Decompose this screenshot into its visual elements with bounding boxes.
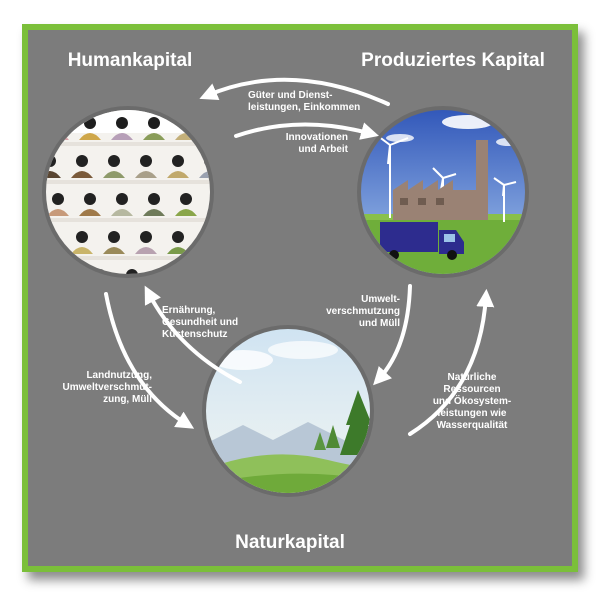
human-capital-circle: [42, 106, 214, 278]
label-resources-line5: Wasserqualität: [437, 420, 508, 431]
label-resources-line1: Natürliche: [448, 372, 497, 383]
label-goods: Güter und Dienst- leistungen, Einkommen: [248, 90, 360, 113]
label-land-line3: zung, Müll: [103, 394, 152, 405]
label-innovation-line1: Innovationen: [286, 132, 348, 143]
label-food-line2: Gesundheit und: [162, 317, 238, 328]
label-resources: Natürliche Ressourcen und Ökosystem- lei…: [433, 372, 511, 431]
label-food-line1: Ernährung,: [162, 305, 216, 316]
capital-cycle-diagram: Humankapital Produziertes Kapital Naturk…: [42, 50, 545, 553]
label-innovation-line2: und Arbeit: [298, 144, 348, 155]
human-capital-title: Humankapital: [68, 50, 193, 71]
truck-icon: [380, 222, 464, 260]
label-goods-line1: Güter und Dienst-: [248, 90, 332, 101]
produced-capital-title: Produziertes Kapital: [361, 50, 545, 71]
flow-arrows: [104, 77, 495, 436]
arrow-produced-to-natural: [373, 284, 412, 386]
label-land-use: Landnutzung, Umweltverschmut- zung, Müll: [63, 370, 153, 405]
label-resources-line4: leistungen wie: [438, 408, 507, 419]
label-land-line1: Landnutzung,: [86, 370, 152, 381]
label-pollution: Umwelt- verschmutzung und Müll: [326, 294, 400, 329]
label-land-line2: Umweltverschmut-: [63, 382, 152, 393]
arrow-human-to-produced: [234, 122, 379, 140]
label-food: Ernährung, Gesundheit und Küstenschutz: [162, 305, 238, 340]
arrow-natural-to-human: [144, 285, 242, 384]
label-pollution-line3: und Müll: [359, 318, 400, 329]
arrow-natural-to-produced: [408, 288, 495, 436]
natural-capital-title: Naturkapital: [235, 532, 345, 553]
label-goods-line2: leistungen, Einkommen: [248, 102, 360, 113]
label-resources-line3: und Ökosystem-: [433, 394, 511, 407]
label-pollution-line1: Umwelt-: [361, 294, 400, 305]
diagram-frame: Humankapital Produziertes Kapital Naturk…: [22, 24, 578, 572]
label-resources-line2: Ressourcen: [443, 384, 500, 395]
label-food-line3: Küstenschutz: [162, 329, 228, 340]
produced-capital-circle: [357, 106, 529, 278]
natural-capital-circle: [202, 325, 374, 497]
arrow-human-to-natural: [104, 292, 195, 429]
arrow-produced-to-human: [199, 77, 390, 106]
label-innovation: Innovationen und Arbeit: [286, 132, 349, 155]
label-pollution-line2: verschmutzung: [326, 306, 400, 317]
